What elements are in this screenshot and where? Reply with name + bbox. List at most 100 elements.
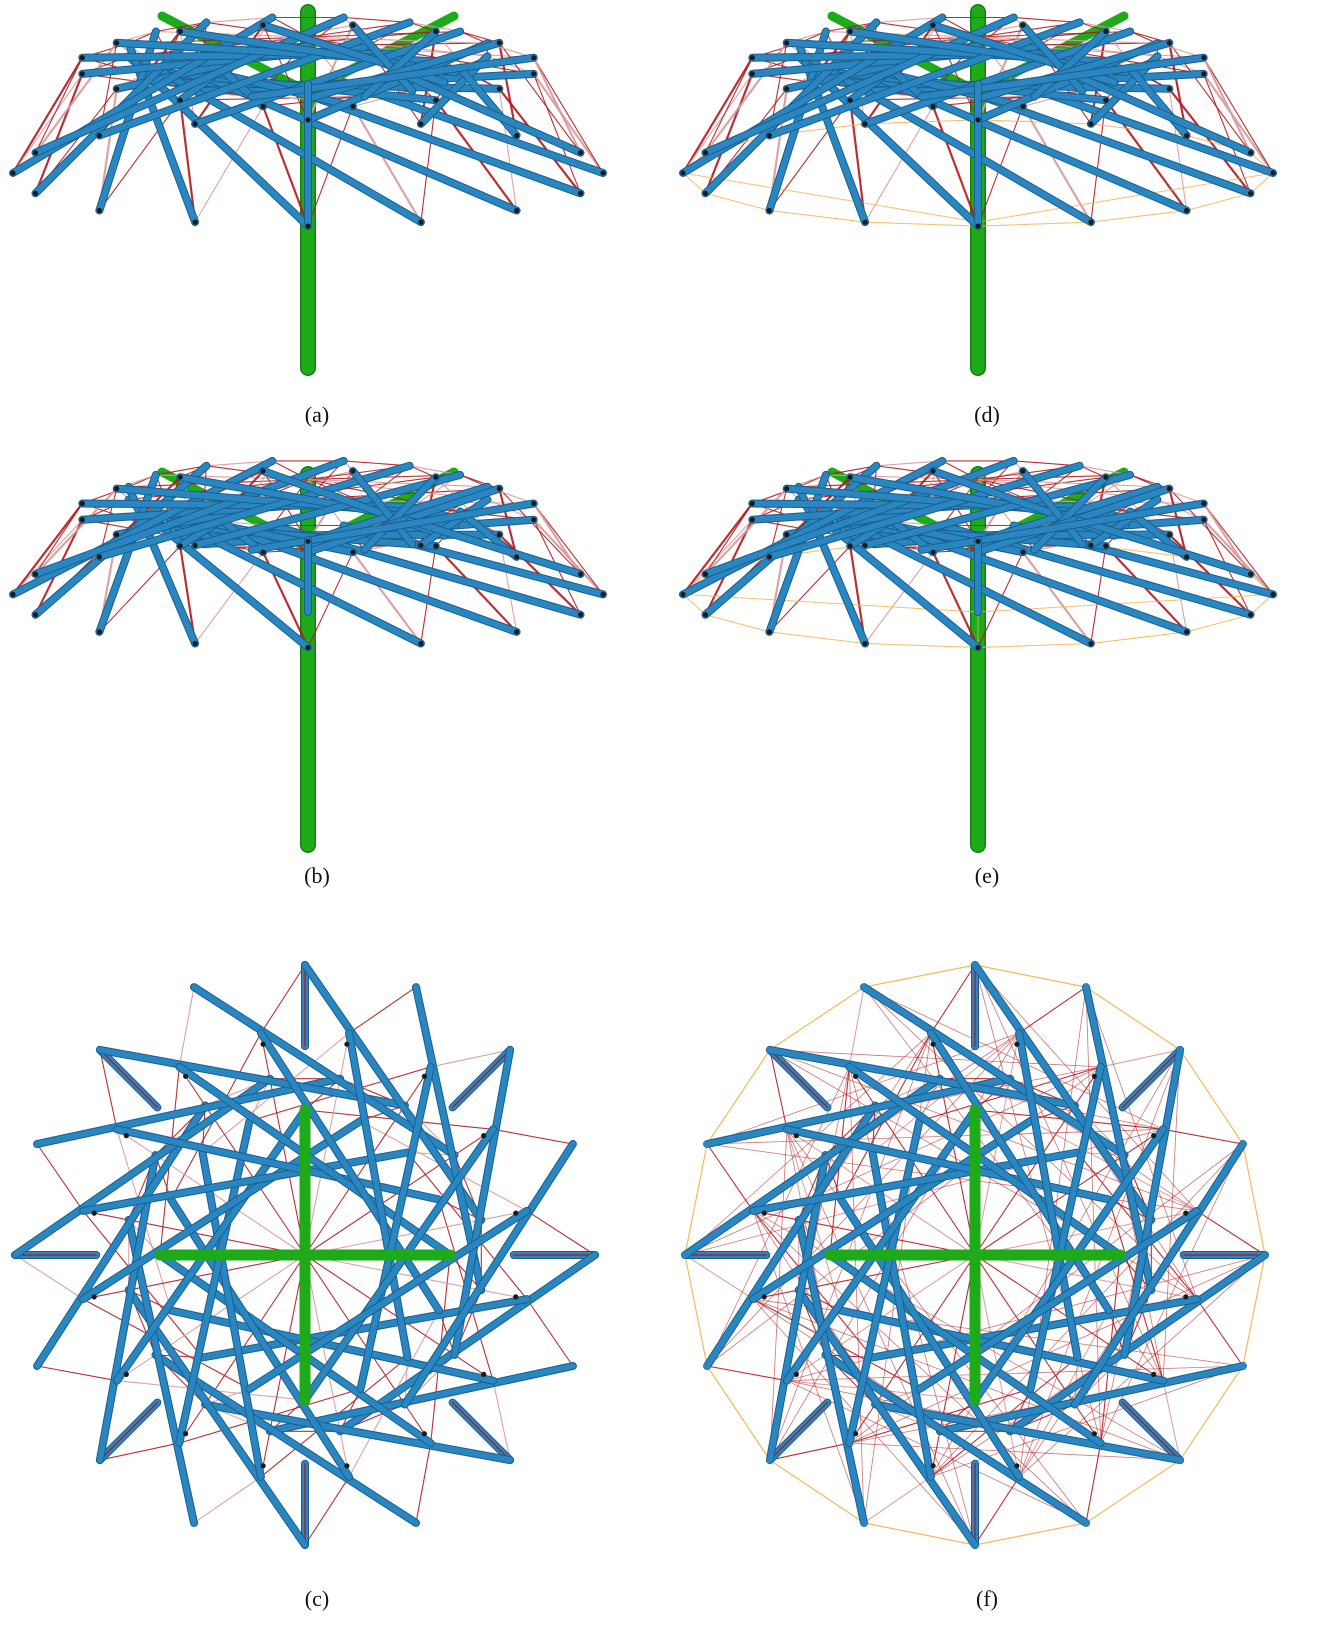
c-strut-25 bbox=[346, 1030, 411, 1361]
b-node-mid-4 bbox=[260, 549, 266, 555]
e-node-outer-7 bbox=[702, 612, 709, 618]
a-node-mid-15 bbox=[531, 55, 537, 61]
e-outer-cable-4 bbox=[864, 643, 979, 648]
f-strut-4 bbox=[872, 1401, 1184, 1464]
c-strut-16 bbox=[12, 1075, 273, 1258]
f-strut-26 bbox=[1083, 984, 1155, 1294]
a-node-mid-3 bbox=[350, 103, 356, 109]
d-outer-cable-3 bbox=[977, 221, 1092, 227]
e-outer-cable-5 bbox=[768, 631, 866, 644]
d-cable-94 bbox=[1079, 21, 1107, 32]
f-tip-1 bbox=[1239, 1362, 1247, 1370]
c-node-15 bbox=[513, 1210, 519, 1216]
f-node-5 bbox=[853, 1431, 859, 1437]
a-node-outer-14 bbox=[514, 132, 520, 139]
e-outer-cable-2 bbox=[1090, 631, 1188, 644]
c-strut-11 bbox=[176, 1118, 253, 1447]
e-cable-36 bbox=[864, 551, 934, 645]
a-cable-35 bbox=[179, 99, 197, 224]
c-cable-29 bbox=[304, 1476, 350, 1546]
e-node-outer-10 bbox=[766, 554, 772, 560]
a-node-mid-10 bbox=[177, 28, 183, 34]
e-strut-22 bbox=[862, 471, 1134, 549]
b-node-outer-8 bbox=[10, 591, 16, 597]
b-strut-31 bbox=[248, 500, 537, 553]
e-outer-cable-7 bbox=[682, 593, 706, 616]
f-outer-cable-11 bbox=[863, 964, 976, 988]
a-cable-8 bbox=[533, 73, 582, 194]
b-cable-56 bbox=[11, 502, 84, 596]
f-strut-0 bbox=[1007, 1252, 1268, 1435]
a-cable-65 bbox=[155, 21, 207, 33]
e-outer-cable-6 bbox=[705, 614, 770, 633]
panel-f: (f) bbox=[670, 930, 1310, 1628]
c-node-14 bbox=[481, 1133, 487, 1139]
d-cable-86 bbox=[1013, 16, 1081, 23]
c-node-2 bbox=[421, 1431, 427, 1437]
f-strut-18 bbox=[704, 1075, 1014, 1147]
c-strut-6 bbox=[152, 1351, 419, 1526]
f-outer-cable-1 bbox=[1179, 1365, 1244, 1461]
c-strut-21 bbox=[176, 1063, 453, 1258]
f-node-2 bbox=[1091, 1431, 1097, 1437]
d-node-mid-14 bbox=[1166, 40, 1172, 46]
b-node-mid-13 bbox=[433, 474, 439, 480]
a-cable-43 bbox=[98, 99, 181, 212]
e-cable-56 bbox=[681, 502, 754, 596]
a-cable-21 bbox=[351, 105, 422, 224]
panel-a: (a) bbox=[0, 0, 640, 450]
d-outer-cable-5 bbox=[768, 210, 866, 223]
f-tip-0 bbox=[1261, 1251, 1269, 1259]
c-cable-99 bbox=[430, 1049, 511, 1068]
b-cable-57 bbox=[12, 519, 83, 595]
a-node-outer-0 bbox=[600, 170, 606, 176]
e-cable-106 bbox=[1168, 488, 1252, 575]
panel-d-structure bbox=[679, 4, 1277, 376]
b-node-mid-12 bbox=[350, 468, 356, 474]
a-node-outer-13 bbox=[418, 121, 424, 127]
b-cable-105 bbox=[532, 502, 582, 576]
e-node-mid-11 bbox=[930, 468, 936, 474]
f-tip-8 bbox=[681, 1251, 689, 1259]
d-node-mid-7 bbox=[749, 71, 755, 77]
f-node-4 bbox=[930, 1463, 936, 1469]
f-node-15 bbox=[1183, 1210, 1189, 1216]
f-strut-27 bbox=[1027, 1063, 1104, 1392]
f-strut-1 bbox=[869, 1296, 1200, 1361]
f-cable-29 bbox=[974, 1476, 1020, 1546]
f-outer-cable-5 bbox=[769, 1459, 865, 1524]
f-node-6 bbox=[793, 1371, 799, 1377]
a-cable-1 bbox=[533, 57, 604, 174]
f-cable-99 bbox=[1100, 1049, 1181, 1068]
b-cable-22 bbox=[420, 545, 437, 645]
b-cable-72 bbox=[205, 460, 273, 467]
e-node-mid-14 bbox=[1166, 486, 1172, 492]
d-outer-cable-1 bbox=[1186, 192, 1251, 211]
e-outer-cable-0 bbox=[1250, 593, 1274, 616]
e-node-mid-3 bbox=[1020, 549, 1026, 555]
e-strut-26 bbox=[1087, 496, 1161, 549]
f-outer-cable-2 bbox=[1085, 1459, 1181, 1524]
f-outer-cable-4 bbox=[863, 1522, 976, 1546]
f-tip-15 bbox=[1239, 1140, 1247, 1148]
d-node-outer-2 bbox=[1184, 207, 1190, 214]
c-cable-57 bbox=[14, 1254, 84, 1300]
b-node-mid-6 bbox=[114, 532, 120, 538]
c-radial-cable-14 bbox=[451, 1049, 511, 1109]
a-strut-27 bbox=[361, 28, 439, 100]
f-cable-50 bbox=[706, 1365, 788, 1382]
a-node-outer-3 bbox=[418, 219, 424, 225]
f-strut-19 bbox=[783, 1126, 1112, 1203]
f-outer-cable-15 bbox=[1242, 1143, 1266, 1256]
d-cable-1 bbox=[1203, 57, 1274, 174]
d-cable-28 bbox=[932, 105, 980, 228]
f-strut-13 bbox=[783, 1107, 978, 1384]
f-strut-12 bbox=[766, 1152, 829, 1464]
e-node-mid-12 bbox=[1020, 468, 1026, 474]
f-outer-cable-14 bbox=[1179, 1049, 1244, 1145]
a-strut-20 bbox=[96, 19, 413, 139]
c-strut-27 bbox=[357, 1063, 434, 1392]
b-node-outer-7 bbox=[32, 612, 39, 618]
d-node-outer-13 bbox=[1088, 121, 1094, 127]
d-cable-49 bbox=[704, 72, 754, 195]
